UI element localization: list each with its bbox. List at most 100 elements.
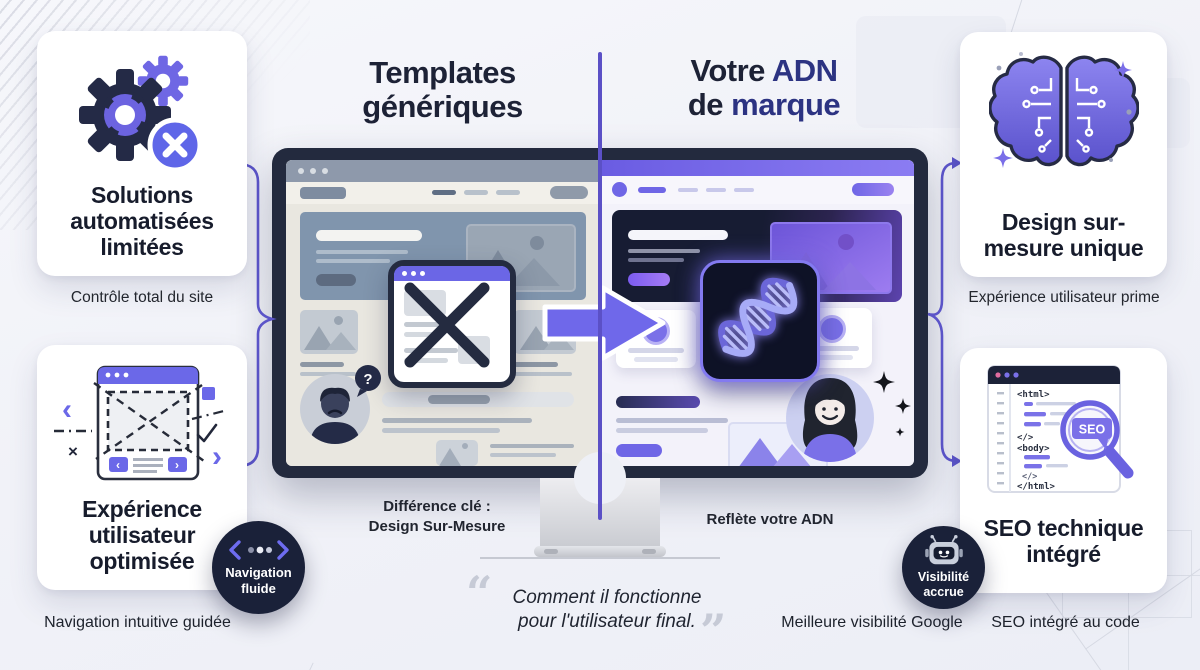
nav-item-placeholder[interactable] — [638, 187, 666, 193]
right-title-line1: Votre ADN — [650, 54, 878, 88]
nav-item-placeholder[interactable] — [464, 190, 488, 195]
svg-text:SEO: SEO — [1078, 423, 1105, 437]
split-divider-line — [598, 52, 602, 520]
question-bubble-icon: ? — [355, 365, 381, 397]
window-dot-icon — [411, 271, 416, 276]
brand-dna-tile — [700, 260, 820, 382]
image-placeholder — [300, 310, 358, 354]
monitor-screen: ? — [286, 160, 914, 466]
carousel-arrows-icon — [228, 540, 289, 560]
desk-line — [480, 557, 720, 559]
navigation-fluide-badge: Navigation fluide — [212, 521, 305, 614]
badge-label: Navigation fluide — [225, 565, 292, 596]
nav-item-placeholder[interactable] — [678, 188, 698, 192]
right-title-word: Votre — [690, 53, 772, 88]
window-title-bar — [394, 266, 510, 281]
right-title-word: de — [687, 87, 732, 122]
cta-button-placeholder[interactable] — [550, 186, 588, 199]
nav-item-placeholder[interactable] — [734, 188, 754, 192]
text-line-placeholder — [404, 332, 438, 337]
svg-text:?: ? — [363, 371, 372, 388]
text-line-placeholder — [634, 357, 678, 362]
happy-user-avatar — [786, 371, 911, 462]
card-title: Design sur-mesure unique — [983, 209, 1144, 262]
dna-helix-icon — [718, 277, 798, 357]
card-caption: SEO intégré au code — [991, 614, 1140, 631]
confused-user-avatar — [300, 374, 370, 444]
text-line-placeholder — [628, 348, 684, 353]
text-line-placeholder — [490, 444, 574, 448]
nav-item-placeholder[interactable] — [432, 190, 456, 195]
image-placeholder — [436, 440, 478, 466]
right-monitor-caption: Reflète votre ADN — [706, 511, 834, 528]
badge-label: Visibilité accrue — [917, 570, 970, 599]
card-caption: Navigation intuitive guidée — [44, 614, 231, 631]
sparkle-icon — [992, 61, 1132, 168]
text-line-placeholder — [382, 418, 532, 423]
left-column-title: Templates génériques — [330, 56, 555, 124]
left-title-line2: génériques — [362, 89, 523, 124]
image-sun-icon — [462, 443, 468, 449]
window-dot-icon — [322, 168, 328, 174]
feature-icon — [818, 315, 846, 343]
button-placeholder[interactable] — [428, 395, 490, 404]
ai-brain-icon — [960, 48, 1167, 176]
visibilite-accrue-badge: Visibilité accrue — [902, 526, 985, 609]
broken-template-window — [388, 260, 516, 388]
window-dot-icon — [420, 271, 425, 276]
text-line-placeholder — [404, 358, 448, 363]
badge-caption: Meilleure visibilité Google — [781, 614, 963, 631]
card-caption: Expérience utilisateur prime — [968, 289, 1160, 306]
svg-text:‹: ‹ — [62, 393, 72, 426]
card-ux: ‹ › ‹ › × Expérience utilisateur optimis… — [37, 345, 247, 590]
window-dot-icon — [298, 168, 304, 174]
headline-placeholder — [616, 396, 700, 408]
text-line-placeholder — [404, 322, 446, 327]
text-line-placeholder — [316, 259, 390, 263]
card-design: Design sur-mesure unique — [960, 32, 1167, 277]
nav-item-placeholder[interactable] — [706, 188, 726, 192]
text-line-placeholder — [809, 355, 853, 360]
text-line-placeholder — [616, 428, 708, 433]
card-title: Solutions automatisées limitées — [70, 182, 214, 261]
headline-placeholder — [628, 230, 728, 240]
cta-button-placeholder[interactable] — [852, 183, 894, 196]
monitor-stand-base — [534, 546, 666, 557]
text-line-placeholder — [490, 453, 556, 457]
window-dot-icon — [402, 271, 407, 276]
nav-bar — [600, 176, 914, 204]
stand-foot — [642, 549, 656, 554]
svg-text:<body>: <body> — [1017, 444, 1050, 454]
card-seo: <html> </> <body> </> </html> SEO — [960, 348, 1167, 593]
right-title-accent-word: ADN — [771, 53, 838, 88]
card-automation: Solutions automatisées limitées — [37, 31, 247, 276]
text-line-placeholder — [300, 362, 344, 367]
card-title: Expérience utilisateur optimisée — [82, 496, 202, 575]
nav-bar — [286, 182, 600, 204]
headline-placeholder — [316, 230, 422, 241]
button-placeholder[interactable] — [628, 273, 670, 286]
text-line-placeholder — [628, 249, 700, 253]
text-line-placeholder — [316, 250, 408, 254]
quote-text: Comment il fonctionne pour l'utilisateur… — [512, 587, 702, 633]
brand-top-bar — [600, 160, 914, 176]
stand-foot — [544, 549, 558, 554]
open-quote-mark: “ — [466, 566, 493, 620]
nav-item-placeholder[interactable] — [496, 190, 520, 195]
arrow-head-icon — [952, 455, 962, 467]
gears-error-icon — [37, 47, 247, 177]
image-sun-icon — [334, 316, 343, 325]
svg-text:</html>: </html> — [1017, 482, 1056, 492]
text-line-placeholder — [628, 258, 684, 262]
text-line-placeholder — [514, 372, 572, 376]
left-monitor-caption-line2: Design Sur-Mesure — [368, 518, 506, 536]
left-monitor-caption-line1: Différence clé : — [383, 498, 491, 515]
button-placeholder[interactable] — [616, 444, 662, 457]
svg-text:‹: ‹ — [116, 458, 120, 472]
button-placeholder[interactable] — [316, 274, 356, 286]
image-mountain-icon — [326, 332, 356, 350]
left-monitor-caption: Différence clé : Design Sur-Mesure — [337, 497, 537, 538]
svg-text:×: × — [68, 442, 78, 461]
card-title: SEO technique intégré — [983, 515, 1144, 568]
close-quote-mark: ” — [700, 604, 727, 658]
